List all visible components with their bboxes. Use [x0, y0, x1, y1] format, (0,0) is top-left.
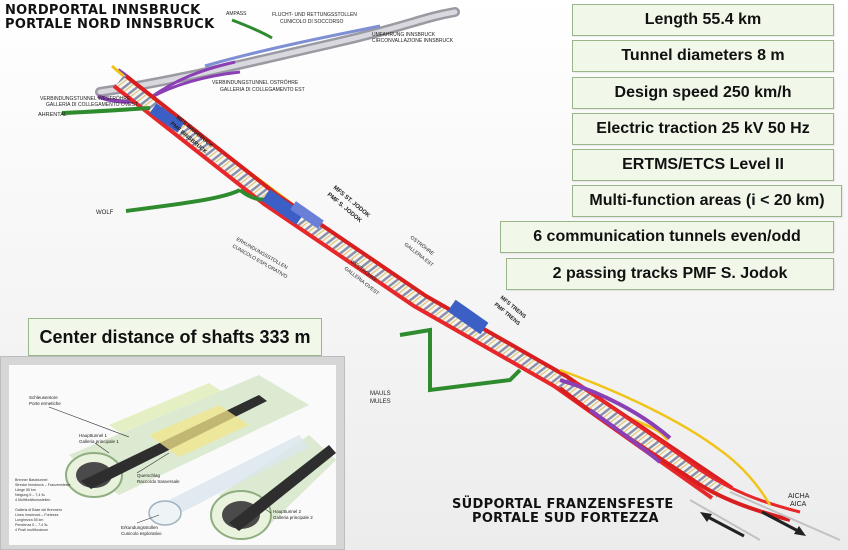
south-portal-line1: SÜDPORTAL FRANZENSFESTE	[452, 497, 674, 512]
fact-length: Length 55.4 km	[572, 4, 834, 36]
bypass-tunnel	[95, 7, 460, 97]
inset-cross-a: Querschlag	[137, 473, 161, 478]
south-portal-line2: PORTALE SUD FORTEZZA	[472, 511, 659, 526]
inset-legend-line: 4 Multifunktionsstellen	[15, 498, 50, 502]
inset-legend-line: Strecke Innsbruck – Franzensfeste	[15, 483, 71, 487]
label-ampass: AMPASS	[226, 11, 247, 17]
south-portal-title: SÜDPORTAL FRANZENSFESTE PORTALE SUD FORT…	[452, 498, 674, 526]
fact-diameter: Tunnel diameters 8 m	[572, 40, 834, 72]
fact-passing: 2 passing tracks PMF S. Jodok	[506, 258, 834, 290]
label-conn-east-1: VERBINDUNGSTUNNEL OSTRÖHRE	[212, 79, 299, 86]
label-rescue-1: FLUCHT- UND RETTUNGSSTOLLEN	[272, 12, 357, 18]
fact-etcs: ERTMS/ETCS Level II	[572, 149, 834, 181]
inset-exploratory-a: Erkundungsstollen	[121, 525, 159, 530]
label-conn-west-1: VERBINDUNGSTUNNEL WESTRÖHRE	[40, 95, 131, 102]
inset-legend-line: Neigung 5 – 7,4 ‰	[15, 493, 45, 497]
mfs-innsbruck-station	[149, 103, 185, 133]
exploratory-tube	[148, 435, 309, 526]
label-bypass-1: UMFAHRUNG INNSBRUCK	[372, 32, 436, 38]
mfs-stations	[149, 103, 489, 335]
north-portal-line1: NORDPORTAL INNSBRUCK	[5, 3, 201, 18]
direction-arrows	[700, 510, 806, 538]
inset-lock-1: Schleusentore	[29, 395, 58, 400]
inset-legend: Brenner Basistunnel Strecke Innsbruck – …	[15, 478, 71, 532]
fact-communication: 6 communication tunnels even/odd	[500, 221, 834, 253]
south-approach	[558, 368, 841, 541]
north-portal-title: NORDPORTAL INNSBRUCK PORTALE NORD INNSBR…	[5, 4, 215, 32]
inset-legend-line: Linea Innsbruck – Fortezza	[15, 513, 58, 517]
label-aicha-1: AICHA	[788, 493, 810, 500]
label-mauls-2: MULES	[370, 399, 391, 405]
inset-tube2-b: Galleria principale 2	[273, 515, 313, 520]
inset-tube1-a: Haupttunnel 1	[79, 433, 108, 438]
fact-traction: Electric traction 25 kV 50 Hz	[572, 113, 834, 145]
mfs-trens-station	[447, 299, 489, 335]
inset-legend-line: Galleria di Base del Brennero	[15, 508, 62, 512]
inset-tubes: Schleusentore Porte ermetiche Haupttunne…	[9, 365, 336, 545]
inset-exploratory-b: Cunicolo esplorativo	[121, 531, 162, 536]
inset-legend-line: Pendenza 5 – 7,4 ‰	[15, 523, 48, 527]
label-ahrental: AHRENTAL	[38, 112, 67, 118]
mfs-jodok-station	[261, 189, 305, 225]
inset-tube2-a: Haupttunnel 2	[273, 509, 302, 514]
main-tube-2	[210, 435, 336, 540]
label-mauls-1: MAULS	[370, 391, 391, 397]
inset-lock-2: Porte ermetiche	[29, 401, 61, 406]
label-aicha-2: AICA	[790, 501, 807, 508]
label-wolf: WOLF	[96, 210, 114, 216]
label-conn-west-2: GALLERIA DI COLLEGAMENTO OVEST	[46, 102, 138, 108]
label-bypass-2: CIRCONVALLAZIONE INNSBRUCK	[372, 38, 454, 44]
fact-multifunction: Multi-function areas (i < 20 km)	[572, 185, 842, 217]
inset-cross-b: Raccordo trasversale	[137, 479, 180, 484]
label-conn-east-2: GALLERIA DI COLLEGAMENTO EST	[220, 87, 305, 93]
label-rescue-2: CUNICOLO DI SOCCORSO	[280, 19, 343, 25]
inset-legend-line: Brenner Basistunnel	[15, 478, 48, 482]
rescue-tunnel	[231, 18, 273, 40]
inset-legend-line: Lunghezza 55 km	[15, 518, 43, 522]
inset-tube1-b: Galleria principale 1	[79, 439, 119, 444]
inset-illustration: Schleusentore Porte ermetiche Haupttunne…	[0, 356, 345, 550]
fact-speed: Design speed 250 km/h	[572, 77, 834, 109]
north-portal-line2: PORTALE NORD INNSBRUCK	[5, 17, 215, 32]
inset-legend-line: Länge 55 km	[15, 488, 36, 492]
inset-canvas: Schleusentore Porte ermetiche Haupttunne…	[9, 365, 336, 545]
shaft-distance-box: Center distance of shafts 333 m	[28, 318, 322, 356]
inset-legend-line: 4 Posti multifunzione	[15, 528, 48, 532]
cross-passage	[109, 383, 249, 457]
